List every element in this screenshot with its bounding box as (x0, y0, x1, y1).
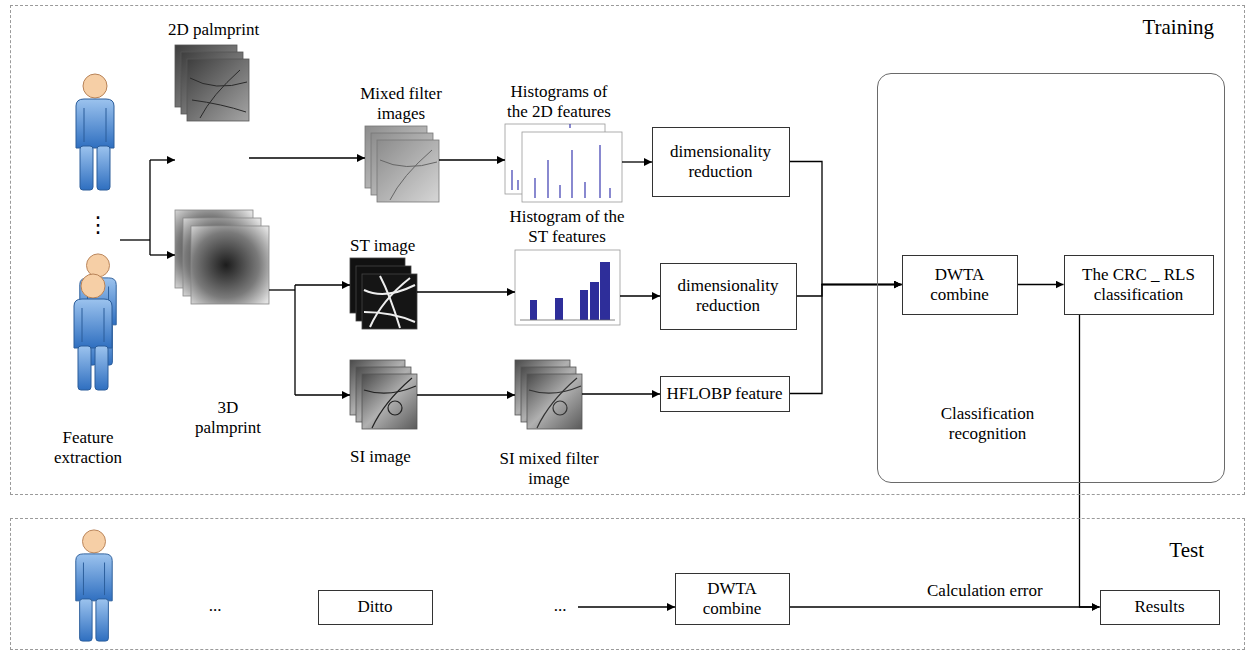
image-label: ST image (350, 236, 440, 256)
image-label: Histogram of the ST features (508, 207, 626, 246)
connector-arrow (1018, 284, 1064, 285)
image-label: 3D palmprint (190, 398, 266, 437)
classification-panel: Classification recognition DWTA combine Th… (877, 73, 1225, 483)
result-box: Results (1100, 590, 1220, 625)
test-region: TestDitto DWTA combine Results (10, 518, 1245, 650)
image-label: Mixed filter images (345, 84, 457, 123)
image-label: ... (545, 596, 575, 616)
box-text: dimensionality reduction (667, 276, 790, 315)
connector-arrow (797, 285, 902, 297)
image-label: SI image (350, 447, 440, 467)
box-text: HFLOBP feature (667, 384, 783, 404)
box-text: The CRC _ RLS classification (1071, 265, 1207, 304)
image-label: SI mixed filter image (495, 449, 603, 488)
image-label: Feature extraction (40, 428, 136, 467)
box-text: DWTA combine (682, 579, 783, 618)
process-box: dimensionality reduction (652, 127, 790, 197)
edge-label: Calculation error (925, 581, 1045, 601)
box-text: DWTA combine (909, 265, 1011, 304)
connector-arrow (790, 606, 1100, 607)
image-label: 2D palmprint (168, 20, 288, 40)
image-label: ⋮ (86, 212, 110, 237)
box-text: Ditto (358, 597, 393, 617)
box-text: dimensionality reduction (659, 142, 783, 181)
connector-arrow (790, 162, 902, 285)
image-label: ... (200, 596, 230, 616)
connector-arrow (790, 285, 902, 394)
region-title: Training (1142, 16, 1214, 39)
connector-arrow (1080, 315, 1100, 608)
process-box: dimensionality reduction (660, 263, 797, 330)
process-box: HFLOBP feature (660, 376, 790, 412)
box-text: Results (1134, 597, 1184, 617)
process-box: DWTA combine (675, 573, 790, 625)
process-box: The CRC _ RLS classification (1064, 255, 1214, 315)
region-title: Test (1169, 539, 1204, 562)
panel-title: Classification recognition (918, 404, 1058, 445)
process-box: DWTA combine (902, 255, 1018, 315)
process-box: Ditto (318, 590, 433, 625)
image-label: Histograms of the 2D features (500, 82, 618, 121)
